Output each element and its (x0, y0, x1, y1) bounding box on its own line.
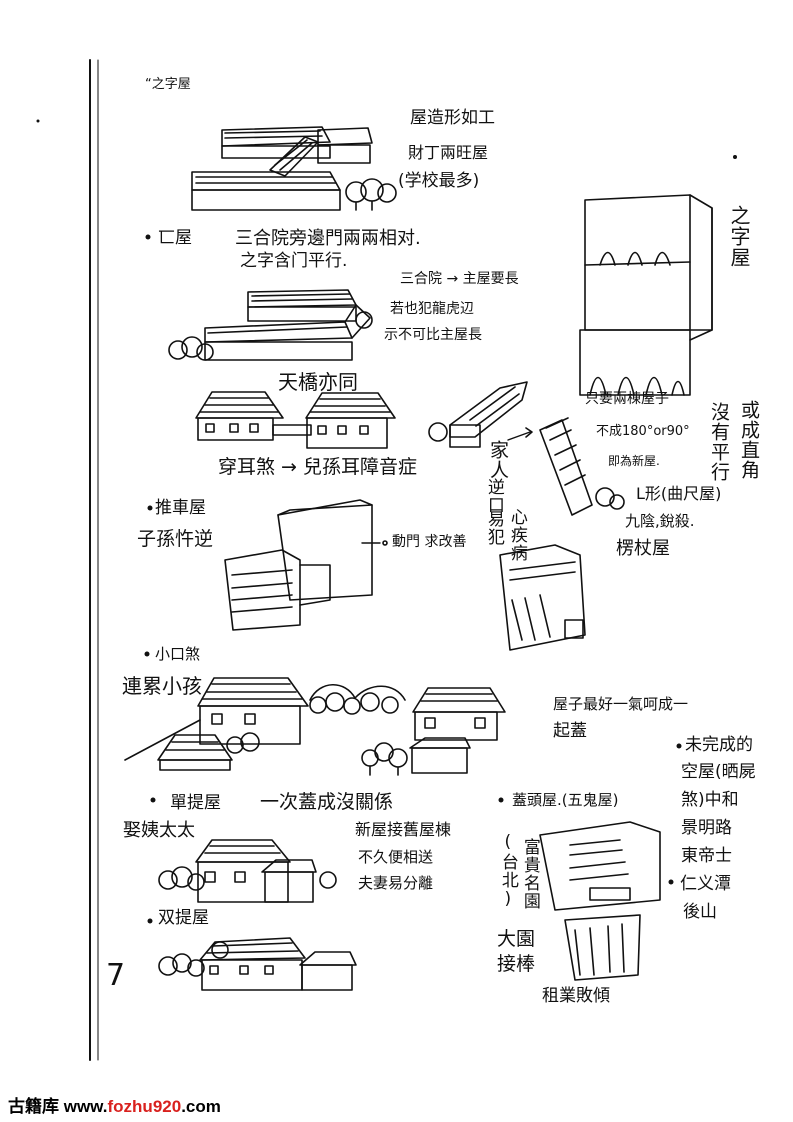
footer-text: 古籍库 www.fozhu920.com (8, 1092, 221, 1117)
home-people-label: 家人 (486, 440, 509, 480)
two-buildings-label: 只要兩棟屋子 (585, 391, 669, 407)
cover-left-label: (台北) (497, 832, 518, 910)
child-go-label: 子孫忤逆 (137, 528, 214, 550)
push-cart-building (224, 499, 388, 631)
mouth-disease-label: 逆口 (483, 478, 504, 514)
footer-watermark: 古籍库 www.fozhu920.com (0, 1080, 793, 1122)
prone-label: 易犯 (483, 510, 504, 546)
sha-zhonghe-label: 煞)中和 (681, 790, 739, 810)
zigzag-building (579, 194, 713, 396)
cover-side1-label: 富貴名園 (519, 838, 540, 910)
unfinished-label: 未完成的 (685, 735, 753, 755)
zigzag-side-label: 之字屋 (727, 205, 751, 268)
dongdi-label: 東帝士 (681, 846, 732, 866)
footer-url-com: .com (181, 1097, 221, 1116)
single-lift-desc4: 夫妻易分離 (358, 874, 434, 892)
cover-side2-label: 大園 (497, 928, 536, 950)
single-lift-house (158, 839, 337, 903)
nine-die-label: 九陰,銳殺. (625, 512, 695, 530)
small-mouth-title: 小口煞 (155, 645, 201, 663)
angle-label: 不成180°or90° (596, 424, 690, 439)
crutch-label: 楞杖屋 (616, 538, 670, 559)
cover-side3-label: 接棒 (497, 953, 536, 975)
not-exceed-label: 示不可比主屋長 (384, 327, 482, 343)
footer-url-www: www. (63, 1097, 108, 1116)
double-lift-house (158, 937, 357, 991)
cover-building-middle (499, 544, 586, 651)
l-shape-label: L形(曲尺屋) (636, 484, 722, 503)
small-mouth-houses (124, 677, 506, 776)
skybridge-label: 天橋亦同 (278, 370, 358, 394)
l-houses (168, 289, 373, 361)
jingming-label: 景明路 (681, 818, 732, 838)
l-house-title: 匸屋 (158, 228, 192, 248)
page-number: 7 (106, 958, 126, 993)
sketch-drawings (36, 59, 737, 1061)
single-lift-desc2: 新屋接舊屋棟 (355, 820, 452, 839)
work-shape-houses (191, 126, 397, 211)
double-lift-title: 双提屋 (158, 908, 209, 928)
zigzag-title-top: “之字屋 (145, 77, 191, 92)
best-raise-label: 屋子最好一氣呵成一 (553, 695, 689, 713)
footer-brand: 古籍库 (8, 1097, 59, 1116)
ear-disease-label: 穿耳煞 → 兒孫耳障音症 (218, 456, 417, 478)
school-label: (学校最多) (398, 171, 480, 191)
work-desc-label: 財丁兩旺屋 (408, 143, 489, 162)
l-house-desc1: 三合院旁邊門兩兩相对. (235, 228, 421, 249)
houshan-label: 後山 (683, 902, 717, 922)
dragon-tiger-label: 若也犯龍虎辺 (390, 301, 474, 317)
push-cart-title: 推車屋 (155, 498, 206, 518)
skybridge-houses (195, 391, 396, 449)
empty-house-label: 空屋(晒屍 (681, 762, 756, 782)
single-lift-desc1: 一次蓋成沒關係 (260, 791, 394, 813)
cover-house-title: 蓋頭屋.(五鬼屋) (512, 791, 619, 809)
or-vertical-label: 或成直角 (737, 400, 760, 480)
cover-house-right (539, 821, 661, 981)
build-label: 起蓋 (553, 721, 587, 741)
angled-houses (428, 381, 625, 516)
cover-fail-label: 租業敗傾 (542, 986, 610, 1006)
harm-kids-label: 連累小孩 (122, 674, 202, 698)
sanheyuan-label: 三合院 → 主屋要長 (400, 271, 519, 287)
move-door-label: 動門 求改善 (392, 534, 467, 550)
single-lift-desc3: 不久便相送 (358, 848, 434, 866)
footer-url-num: 920 (152, 1097, 182, 1116)
work-shape-label: 屋造形如工 (410, 108, 495, 128)
cardiac-label: 心疾病 (506, 508, 527, 562)
footer-url-fozhu: fozhu (107, 1097, 153, 1116)
l-house-desc2: 之字含门平行. (240, 251, 348, 271)
is-zigzag-label: 即為新屋. (608, 454, 660, 468)
tai-tai-label: 娶姨太太 (123, 820, 195, 841)
not-parallel-label: 沒有平行 (707, 402, 730, 482)
renai-label: 仁义潭 (680, 874, 731, 894)
single-lift-title: 單提屋 (170, 793, 221, 813)
